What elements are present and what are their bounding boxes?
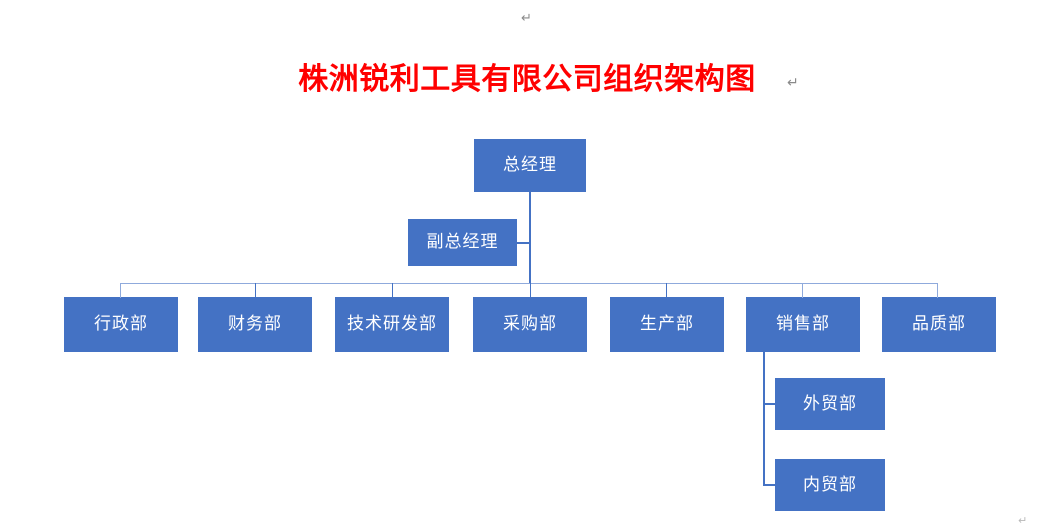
connector-deputy-stub (517, 242, 530, 244)
connector-drop-quality (937, 283, 938, 298)
connector-drop-administration (120, 283, 121, 298)
org-node-finance[interactable]: 财务部 (198, 297, 312, 352)
org-node-rnd[interactable]: 技术研发部 (335, 297, 449, 352)
page-end-mark-icon: ↵ (1018, 514, 1028, 527)
org-node-production[interactable]: 生产部 (610, 297, 724, 352)
connector-drop-rnd (392, 283, 393, 298)
connector-sales-spine (763, 352, 765, 486)
org-node-general-manager[interactable]: 总经理 (474, 139, 586, 192)
org-node-deputy-general-manager[interactable]: 副总经理 (408, 219, 517, 266)
connector-drop-production (666, 283, 667, 298)
connector-department-bus (120, 283, 938, 284)
paragraph-mark-icon: ↵ (521, 11, 532, 26)
org-node-domestic-trade[interactable]: 内贸部 (775, 459, 885, 511)
paragraph-mark-icon: ↵ (787, 75, 799, 91)
connector-root-trunk (529, 192, 531, 284)
connector-drop-sales (802, 283, 803, 298)
connector-drop-finance (255, 283, 256, 298)
org-node-sales[interactable]: 销售部 (746, 297, 860, 352)
page-title: 株洲锐利工具有限公司组织架构图 (298, 62, 756, 97)
org-node-administration[interactable]: 行政部 (64, 297, 178, 352)
connector-stub-foreign-trade (763, 403, 776, 405)
org-node-quality[interactable]: 品质部 (882, 297, 996, 352)
org-node-procurement[interactable]: 采购部 (473, 297, 587, 352)
connector-stub-domestic-trade (763, 484, 776, 486)
org-node-foreign-trade[interactable]: 外贸部 (775, 378, 885, 430)
connector-drop-procurement (530, 283, 531, 298)
